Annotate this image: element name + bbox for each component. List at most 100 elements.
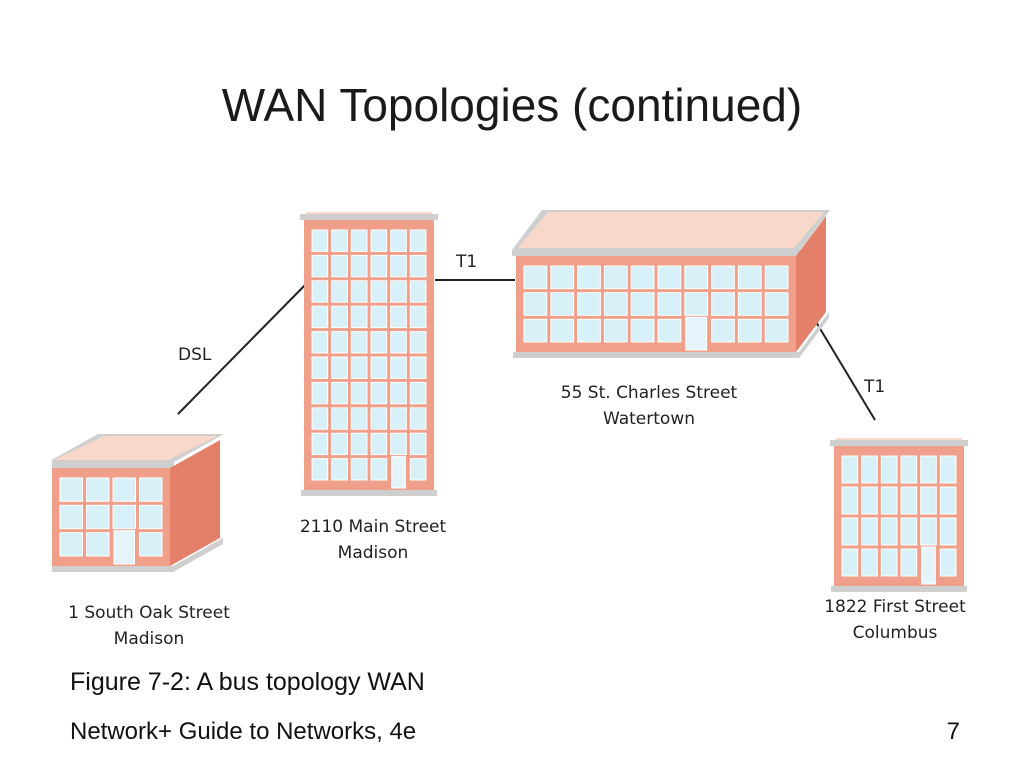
window xyxy=(550,318,575,343)
window xyxy=(112,477,136,502)
roof-edge xyxy=(830,440,968,446)
base xyxy=(513,352,799,358)
window xyxy=(350,458,368,481)
window xyxy=(139,532,163,557)
roof xyxy=(518,212,824,248)
window xyxy=(331,356,348,379)
window xyxy=(311,331,329,354)
window xyxy=(409,381,427,405)
window xyxy=(409,280,427,303)
window xyxy=(331,432,348,456)
building-main-street xyxy=(300,212,438,496)
window xyxy=(390,305,407,329)
dsl-link-label: DSL xyxy=(178,345,212,365)
window xyxy=(861,455,878,484)
window xyxy=(550,265,575,290)
window xyxy=(630,265,655,290)
window xyxy=(390,254,407,278)
window xyxy=(370,356,388,379)
window xyxy=(370,331,388,354)
first-street-address: 1822 First Street xyxy=(824,597,966,617)
window xyxy=(370,305,388,329)
st-charles-address: 55 St. Charles Street xyxy=(561,383,738,403)
window xyxy=(350,229,368,252)
window xyxy=(841,517,859,546)
wan-diagram: DSL T1 T1 1 South Oak Street Madison 211… xyxy=(52,162,976,648)
window xyxy=(577,265,601,290)
window xyxy=(86,477,110,502)
base-side xyxy=(173,538,223,572)
window xyxy=(841,486,859,515)
window xyxy=(390,229,407,252)
main-street-city: Madison xyxy=(338,543,409,563)
window xyxy=(311,229,329,252)
window xyxy=(350,331,368,354)
south-oak-city: Madison xyxy=(114,629,185,648)
dsl-link-line xyxy=(177,279,311,415)
window xyxy=(370,458,388,481)
window xyxy=(311,280,329,303)
roof-edge xyxy=(52,462,174,468)
base xyxy=(301,490,437,496)
window xyxy=(841,548,859,577)
window xyxy=(370,381,388,405)
window xyxy=(311,356,329,379)
t1-link-label-2: T1 xyxy=(863,377,885,397)
window xyxy=(409,331,427,354)
window xyxy=(630,292,655,316)
window xyxy=(764,292,789,316)
window xyxy=(390,381,407,405)
window xyxy=(523,265,548,290)
window xyxy=(331,305,348,329)
window xyxy=(350,381,368,405)
window xyxy=(112,504,136,530)
window xyxy=(630,318,655,343)
window xyxy=(409,254,427,278)
window xyxy=(684,265,709,290)
roof-edge xyxy=(300,214,438,220)
window xyxy=(409,356,427,379)
window xyxy=(311,254,329,278)
window xyxy=(861,548,878,577)
footer-book-title: Network+ Guide to Networks, 4e xyxy=(70,718,417,745)
base xyxy=(831,586,967,592)
window xyxy=(577,292,601,316)
window xyxy=(577,318,601,343)
window xyxy=(657,265,682,290)
window xyxy=(880,455,898,484)
main-street-address: 2110 Main Street xyxy=(300,517,447,537)
window xyxy=(370,407,388,430)
window xyxy=(370,229,388,252)
window xyxy=(900,548,918,577)
window xyxy=(331,331,348,354)
window xyxy=(350,432,368,456)
side-wall xyxy=(170,440,220,566)
door xyxy=(113,530,135,565)
window xyxy=(523,318,548,343)
window xyxy=(370,432,388,456)
building-first-street xyxy=(830,438,968,592)
window xyxy=(390,356,407,379)
window xyxy=(939,486,957,515)
south-oak-address: 1 South Oak Street xyxy=(68,603,230,623)
window xyxy=(764,265,789,290)
window xyxy=(350,407,368,430)
window xyxy=(370,254,388,278)
window xyxy=(861,486,878,515)
window xyxy=(711,292,735,316)
window xyxy=(939,455,957,484)
window xyxy=(939,517,957,546)
window xyxy=(603,292,628,316)
window xyxy=(370,280,388,303)
window xyxy=(711,318,735,343)
window xyxy=(350,356,368,379)
window xyxy=(350,305,368,329)
window xyxy=(59,532,83,557)
window xyxy=(331,458,348,481)
first-street-city: Columbus xyxy=(853,623,938,643)
window xyxy=(737,265,762,290)
window xyxy=(603,318,628,343)
window xyxy=(764,318,789,343)
window xyxy=(331,407,348,430)
side-wall xyxy=(796,216,826,352)
